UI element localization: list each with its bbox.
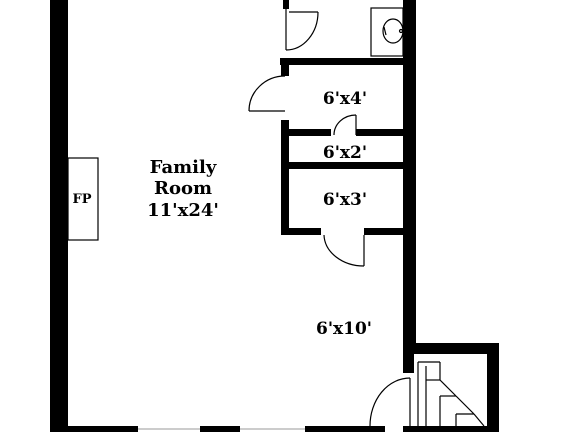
closet-block-wall-bottom xyxy=(281,228,321,235)
fireplace xyxy=(67,157,99,241)
south-wall-segment xyxy=(200,426,240,432)
closet-a-size-label: 6'x4' xyxy=(323,89,367,109)
family-room-size-label: 11'x24' xyxy=(147,200,219,221)
door-swing-icon xyxy=(369,377,411,427)
stair-wall-bottom xyxy=(403,426,499,432)
south-wall-segment xyxy=(68,426,138,432)
closet-b-size-label: 6'x2' xyxy=(323,143,367,163)
north-wall-stub xyxy=(283,0,289,9)
closet-block-west-wall xyxy=(281,120,289,234)
stair-wall-west xyxy=(403,343,414,373)
stairs-icon xyxy=(417,361,485,427)
closet-divider-wall xyxy=(281,162,416,169)
stair-wall-east xyxy=(487,343,499,432)
sink-icon xyxy=(370,7,404,57)
fireplace-label: FP xyxy=(72,192,91,207)
door-swing-icon xyxy=(323,234,365,267)
west-exterior-wall xyxy=(50,0,68,432)
stair-wall-top xyxy=(403,343,497,354)
hall-size-label: 6'x10' xyxy=(316,319,372,339)
door-swing-icon xyxy=(285,9,319,51)
closet-c-size-label: 6'x3' xyxy=(323,190,367,210)
south-wall-segment xyxy=(305,426,385,432)
closet-block-wall-top xyxy=(280,58,416,65)
door-swing-icon xyxy=(248,75,286,112)
closet-divider-wall xyxy=(281,129,331,136)
family-room-label-line1: Family xyxy=(150,157,217,178)
east-exterior-wall-upper xyxy=(403,0,416,350)
closet-block-west-wall xyxy=(281,58,289,76)
door-swing-icon xyxy=(333,114,357,136)
family-room-label-line2: Room xyxy=(154,178,212,199)
closet-block-wall-bottom xyxy=(364,228,416,235)
closet-divider-wall xyxy=(356,129,416,136)
